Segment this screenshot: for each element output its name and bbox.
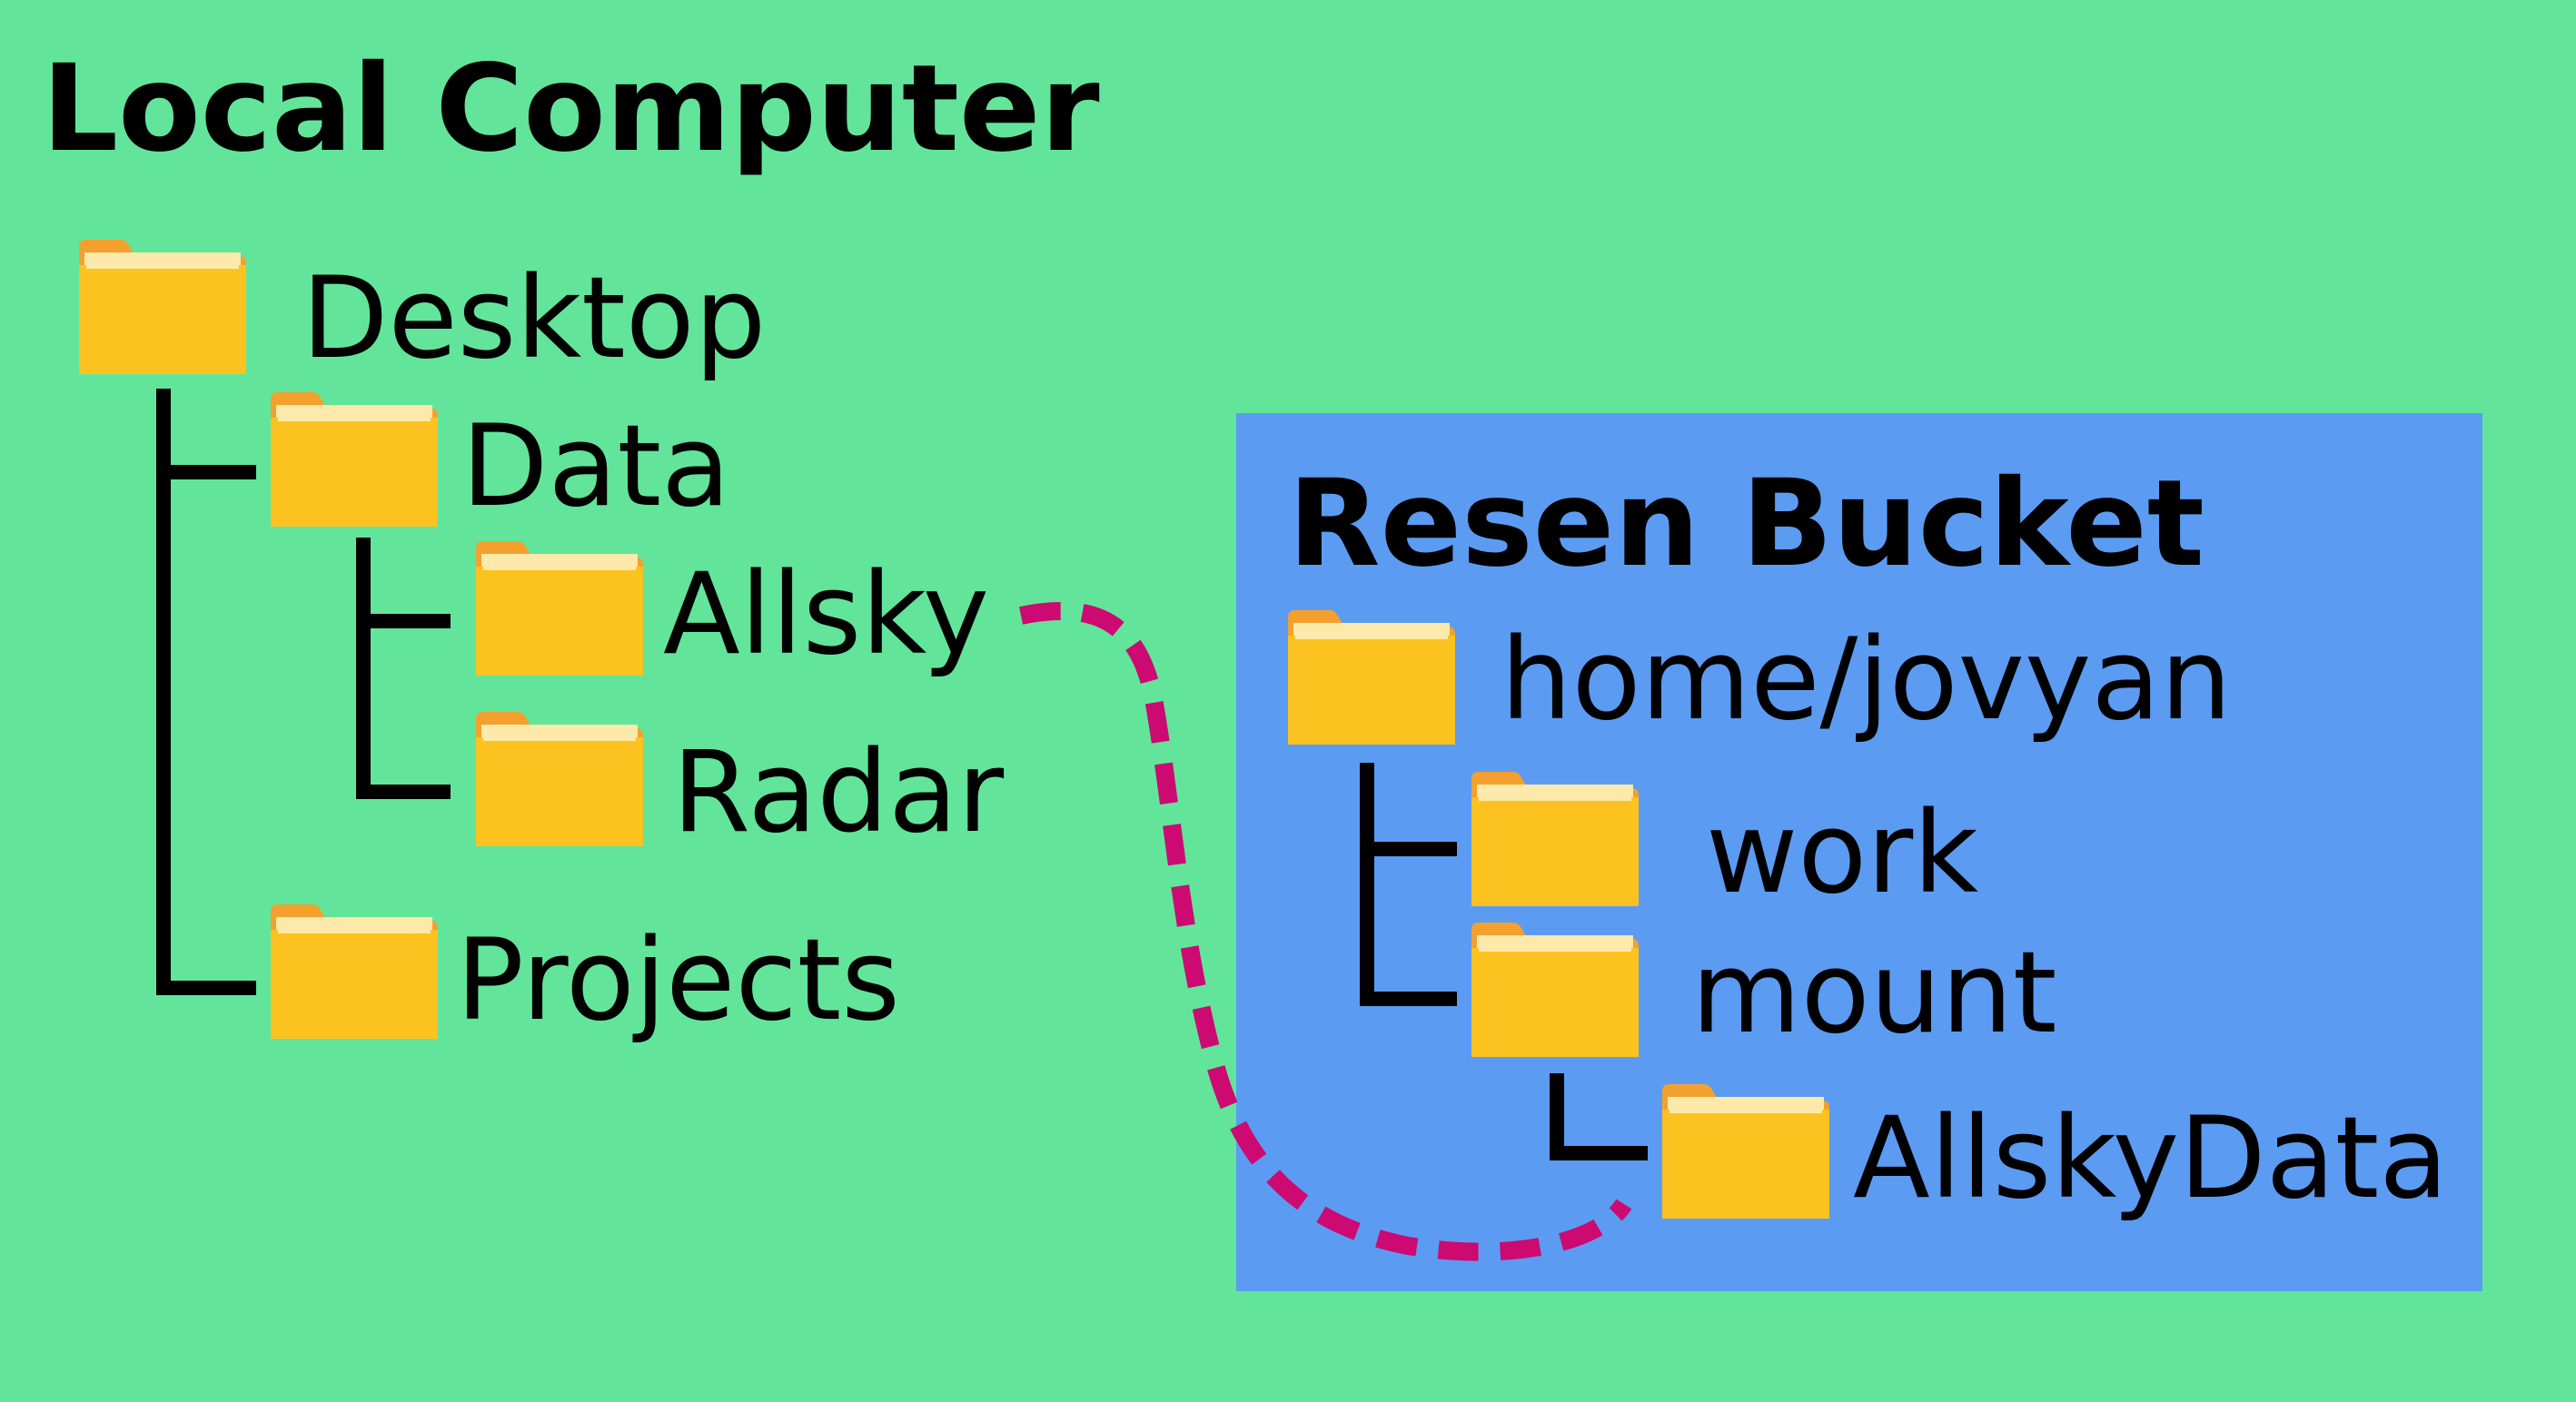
folder-label: mount bbox=[1691, 928, 2056, 1059]
folder-icon bbox=[1288, 610, 1455, 745]
folder-icon bbox=[79, 240, 246, 374]
folder-icon bbox=[1471, 772, 1639, 906]
folder-label: AllskyData bbox=[1853, 1093, 2448, 1224]
folder-mount[interactable]: mount bbox=[1471, 923, 2056, 1059]
folder-work[interactable]: work bbox=[1471, 772, 1978, 919]
folder-label: work bbox=[1706, 788, 1978, 919]
bucket-title: Resen Bucket bbox=[1288, 454, 2204, 594]
local-title: Local Computer bbox=[42, 39, 1100, 179]
folder-label: Projects bbox=[456, 915, 900, 1046]
folder-allskydata[interactable]: AllskyData bbox=[1662, 1084, 2448, 1224]
folder-icon bbox=[1662, 1084, 1829, 1219]
folder-allsky[interactable]: Allsky bbox=[476, 541, 989, 680]
folder-icon bbox=[271, 904, 438, 1039]
folder-data[interactable]: Data bbox=[271, 392, 730, 532]
folder-icon bbox=[476, 712, 643, 846]
folder-projects[interactable]: Projects bbox=[271, 904, 900, 1046]
folder-icon bbox=[1471, 923, 1639, 1057]
folder-label: Desktop bbox=[302, 253, 766, 384]
local-tree-lines bbox=[156, 389, 451, 995]
folder-label: Data bbox=[461, 401, 730, 532]
mount-connector bbox=[1018, 601, 1632, 1261]
folder-icon bbox=[476, 541, 643, 676]
folder-label: Radar bbox=[672, 727, 1004, 858]
folder-label: Allsky bbox=[663, 549, 989, 680]
folder-home-jovyan[interactable]: home/jovyan bbox=[1288, 610, 2232, 745]
folder-label: home/jovyan bbox=[1501, 615, 2232, 745]
folder-icon bbox=[271, 392, 438, 527]
folder-radar[interactable]: Radar bbox=[476, 712, 1004, 858]
bucket-tree-lines bbox=[1360, 763, 1648, 1160]
folder-desktop[interactable]: Desktop bbox=[79, 240, 766, 384]
